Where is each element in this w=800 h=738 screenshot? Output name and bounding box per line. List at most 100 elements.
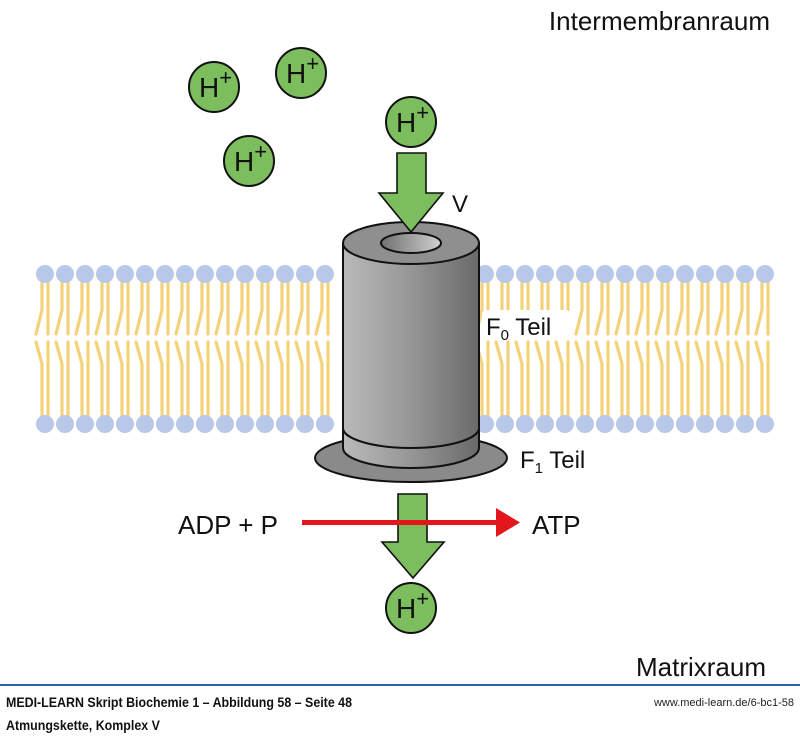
proton-circle: [385, 582, 437, 634]
lipid-tail: [594, 272, 604, 336]
lipid-head: [476, 415, 494, 433]
atp-synthase: [314, 221, 508, 483]
footer-divider: [0, 684, 800, 686]
v-label: V: [452, 191, 468, 218]
lipid-tail: [34, 272, 44, 336]
footer-url[interactable]: www.medi-learn.de/6-bc1-58: [653, 697, 794, 709]
lipid-tail: [674, 340, 684, 426]
lipid-tail: [714, 340, 724, 426]
lipid-head: [196, 415, 214, 433]
lipid-head: [316, 265, 334, 283]
lipid-head: [716, 265, 734, 283]
proton-circle: [385, 96, 437, 148]
lipid-tail: [214, 272, 224, 336]
lipid-tail: [194, 272, 204, 336]
lipid-head: [36, 415, 54, 433]
lipid-head: [576, 415, 594, 433]
lipid-tail: [634, 272, 644, 336]
lipid-tail: [174, 272, 184, 336]
lipid-head: [656, 415, 674, 433]
lipid-head: [56, 265, 74, 283]
lipid-head: [156, 415, 174, 433]
lipid-tail: [74, 272, 84, 336]
lipid-head: [216, 415, 234, 433]
lipid-tail: [74, 340, 84, 426]
lipid-head: [56, 415, 74, 433]
product-label: ATP: [532, 510, 581, 540]
lipid-head: [196, 265, 214, 283]
lipid-tail: [94, 340, 104, 426]
proton-1: H+: [188, 61, 240, 113]
lipid-tail: [614, 340, 624, 426]
lipid-head: [216, 265, 234, 283]
lipid-tail: [114, 340, 124, 426]
lipid-tail: [314, 272, 324, 336]
lipid-tail: [654, 340, 664, 426]
lipid-tail: [54, 272, 64, 336]
matrix-space-label: Matrixraum: [636, 652, 766, 682]
lipid-tail: [754, 340, 764, 426]
lipid-head: [256, 265, 274, 283]
lipid-tail: [54, 340, 64, 426]
lipid-head: [736, 265, 754, 283]
lipid-head: [236, 265, 254, 283]
lipid-tail: [154, 272, 164, 336]
intermembrane-space-label: Intermembranraum: [549, 6, 770, 36]
proton-5: H+: [385, 582, 437, 634]
lipid-tail: [254, 340, 264, 426]
lipid-tail: [314, 340, 324, 426]
lipid-tail: [114, 272, 124, 336]
lipid-head: [156, 265, 174, 283]
lipid-tail: [654, 272, 664, 336]
lipid-head: [96, 265, 114, 283]
lipid-head: [96, 415, 114, 433]
lipid-tail: [234, 340, 244, 426]
lipid-tail: [234, 272, 244, 336]
lipid-head: [516, 265, 534, 283]
proton-2: H+: [275, 47, 327, 99]
atp-synthesis-arrow: [302, 508, 520, 537]
proton-circle: [275, 47, 327, 99]
lipid-head: [676, 415, 694, 433]
lipid-head: [616, 265, 634, 283]
lipid-head: [756, 265, 774, 283]
proton-circle: [188, 61, 240, 113]
lipid-head: [696, 415, 714, 433]
lipid-head: [296, 265, 314, 283]
lipid-tail: [34, 340, 44, 426]
lipid-head: [656, 265, 674, 283]
lipid-head: [176, 415, 194, 433]
cylinder-band-line: [342, 427, 480, 449]
lipid-head: [136, 415, 154, 433]
lipid-head: [116, 415, 134, 433]
lipid-tail: [734, 272, 744, 336]
proton-label: H+: [234, 139, 267, 177]
lipid-head: [276, 265, 294, 283]
proton-label: H+: [199, 65, 232, 103]
lipid-head: [256, 415, 274, 433]
lipid-tail: [574, 272, 584, 336]
proton-label: H+: [286, 51, 319, 89]
lipid-tail: [274, 272, 284, 336]
proton-3: H+: [223, 135, 275, 187]
protons: H+H+H+H+H+: [188, 47, 437, 634]
lipid-head: [176, 265, 194, 283]
reactant-label: ADP + P: [178, 510, 278, 540]
lipid-head: [296, 415, 314, 433]
lipid-head: [136, 265, 154, 283]
lipid-head: [636, 415, 654, 433]
lipid-head: [516, 415, 534, 433]
proton-circle: [223, 135, 275, 187]
lipid-tail: [214, 340, 224, 426]
lipid-tail: [274, 340, 284, 426]
lipid-head: [536, 415, 554, 433]
lipid-tail: [574, 340, 584, 426]
lipid-tail: [94, 272, 104, 336]
lipid-tail: [694, 272, 704, 336]
f0-label-backing: [482, 310, 570, 340]
lipid-tail: [714, 272, 724, 336]
proton-4: H+: [385, 96, 437, 148]
f1-label: F1 Teil: [520, 447, 585, 477]
lipid-tail: [694, 340, 704, 426]
